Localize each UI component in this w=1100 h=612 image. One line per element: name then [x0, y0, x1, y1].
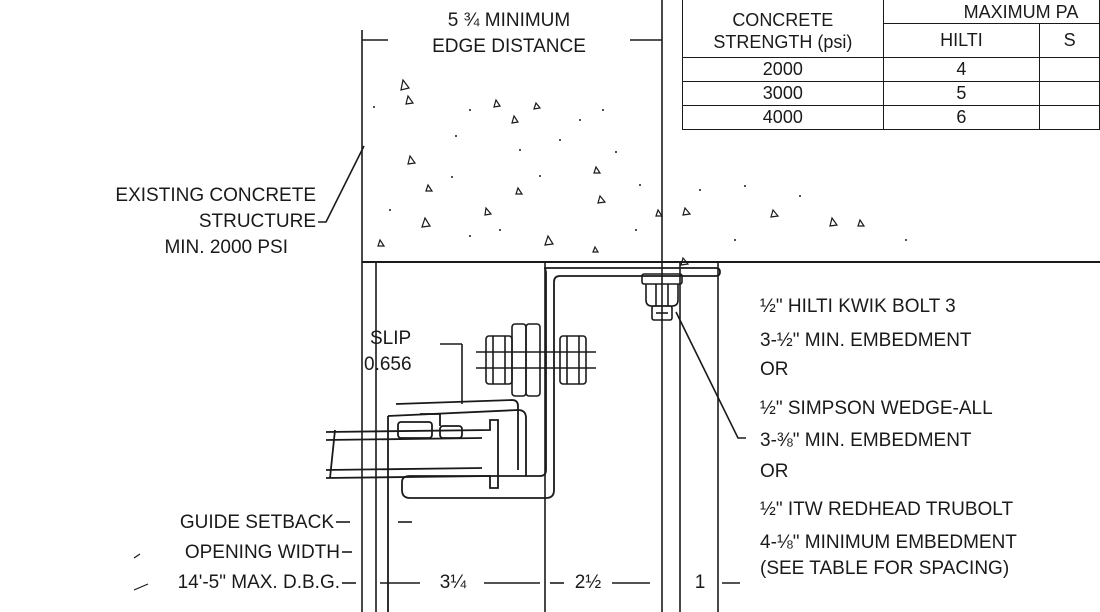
- edge-distance-line2: EDGE DISTANCE: [432, 36, 586, 57]
- table-row: 2000 4: [682, 57, 1100, 82]
- anchor-note-8: 4-⅛" MINIMUM EMBEDMENT: [760, 532, 1017, 553]
- anchor-note-5: 3-⅜" MIN. EMBEDMENT: [760, 430, 972, 451]
- header-s: S: [1039, 22, 1100, 59]
- table-cell: [1039, 105, 1100, 130]
- dimension-1: 1: [694, 572, 706, 593]
- vertical-guide-lines: [361, 262, 719, 612]
- guide-rail: [325, 413, 499, 489]
- anchor-note-7: ½" ITW REDHEAD TRUBOLT: [760, 499, 1014, 520]
- table-cell: 6: [882, 105, 1041, 130]
- dimension-3-1-4: 3¼: [439, 572, 467, 593]
- header-concrete-line1: CONCRETE: [732, 10, 834, 30]
- anchor-note-1: ½" HILTI KWIK BOLT 3: [760, 296, 956, 317]
- slip-dimension: [440, 343, 463, 404]
- dimension-2-1-2: 2½: [574, 572, 602, 593]
- header-concrete-strength: CONCRETE STRENGTH (psi): [682, 0, 884, 58]
- slip-value: 0.656: [364, 354, 412, 375]
- table-cell: 4: [882, 57, 1041, 82]
- anchor-bolt: [641, 273, 683, 321]
- anchor-spacing-table: CONCRETE STRENGTH (psi) MAXIMUM PA HILTI…: [682, 0, 1100, 130]
- concrete-leader: [318, 145, 365, 223]
- table-cell: 5: [882, 81, 1041, 106]
- anchor-note-9: (SEE TABLE FOR SPACING): [760, 558, 1010, 579]
- table-cell: [1039, 81, 1100, 106]
- opening-width-label: OPENING WIDTH: [184, 542, 340, 563]
- max-dbg-label: 14'-5" MAX. D.B.G.: [177, 572, 340, 593]
- angle-bracket: [387, 267, 721, 612]
- concrete-label-line3: MIN. 2000 PSI: [164, 237, 288, 258]
- guide-setback-label: GUIDE SETBACK: [179, 512, 334, 533]
- concrete-slab: [361, 30, 1100, 266]
- bottom-leaders: [133, 521, 740, 591]
- edge-distance-dimension: [362, 0, 663, 612]
- table-cell: 3000: [682, 81, 884, 106]
- table-cell: 2000: [682, 57, 884, 82]
- slip-label: SLIP: [370, 328, 412, 349]
- table-cell: [1039, 57, 1100, 82]
- anchor-note-2: 3-½" MIN. EMBEDMENT: [760, 330, 972, 351]
- bracket-bolt: [476, 323, 596, 397]
- table-row: 3000 5: [682, 81, 1100, 106]
- edge-distance-line1: 5 ¾ MINIMUM: [447, 10, 571, 31]
- header-hilti: HILTI: [882, 22, 1041, 59]
- table-cell: 4000: [682, 105, 884, 130]
- header-concrete-line2: STRENGTH (psi): [713, 32, 853, 52]
- table-row: 4000 6: [682, 105, 1100, 130]
- anchor-note-leader: [675, 311, 746, 439]
- table-header-row: CONCRETE STRENGTH (psi) MAXIMUM PA: [682, 0, 1100, 58]
- concrete-label-line2: STRUCTURE: [198, 211, 316, 232]
- header-max-group: MAXIMUM PA: [882, 0, 1100, 24]
- concrete-label-line1: EXISTING CONCRETE: [115, 185, 316, 206]
- table-subheader-row: HILTI S: [683, 22, 1100, 59]
- anchor-note-3: OR: [760, 359, 789, 380]
- anchor-note-4: ½" SIMPSON WEDGE-ALL: [760, 398, 993, 419]
- anchor-note-6: OR: [760, 461, 789, 482]
